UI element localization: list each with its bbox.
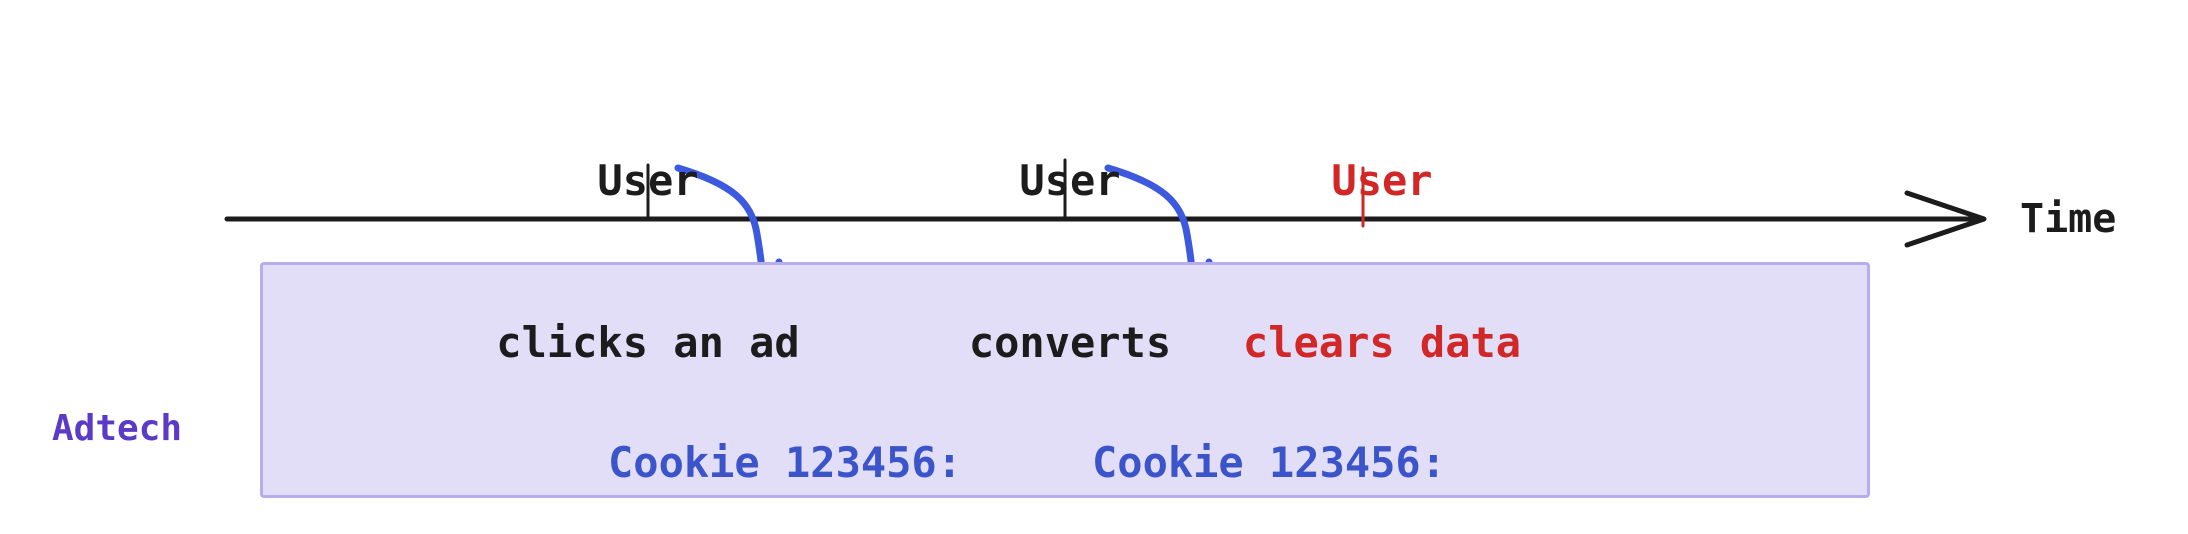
cookie-record-line: Cookie 123456: xyxy=(608,438,963,487)
event-label-line: clicks an ad xyxy=(496,318,800,367)
time-axis-label: Time xyxy=(2020,196,2117,242)
server-label-line: Adtech xyxy=(52,408,183,449)
cookie-record-ad-clicked: Cookie 123456: Ad clicked xyxy=(608,338,962,534)
timeline-arrowhead-icon xyxy=(1904,190,1987,248)
event-label-user-converts: User converts xyxy=(969,46,1171,478)
event-label-line: User xyxy=(1019,156,1121,205)
event-label-user-clicks-ad: User clicks an ad xyxy=(496,46,799,478)
event-label-line: clears data xyxy=(1242,318,1522,367)
event-label-line: User xyxy=(1331,156,1433,205)
event-label-line: User xyxy=(597,156,699,205)
cookie-record-line: Cookie 123456: xyxy=(1092,438,1447,487)
adtech-server-label: Adtech server xyxy=(52,314,182,534)
cookie-record-converted: Cookie 123456: Converted xyxy=(1092,338,1446,534)
event-label-user-clears-data: User clears data xyxy=(1243,46,1521,478)
event-label-line: converts xyxy=(968,318,1172,367)
adtech-server-box xyxy=(260,262,1870,498)
